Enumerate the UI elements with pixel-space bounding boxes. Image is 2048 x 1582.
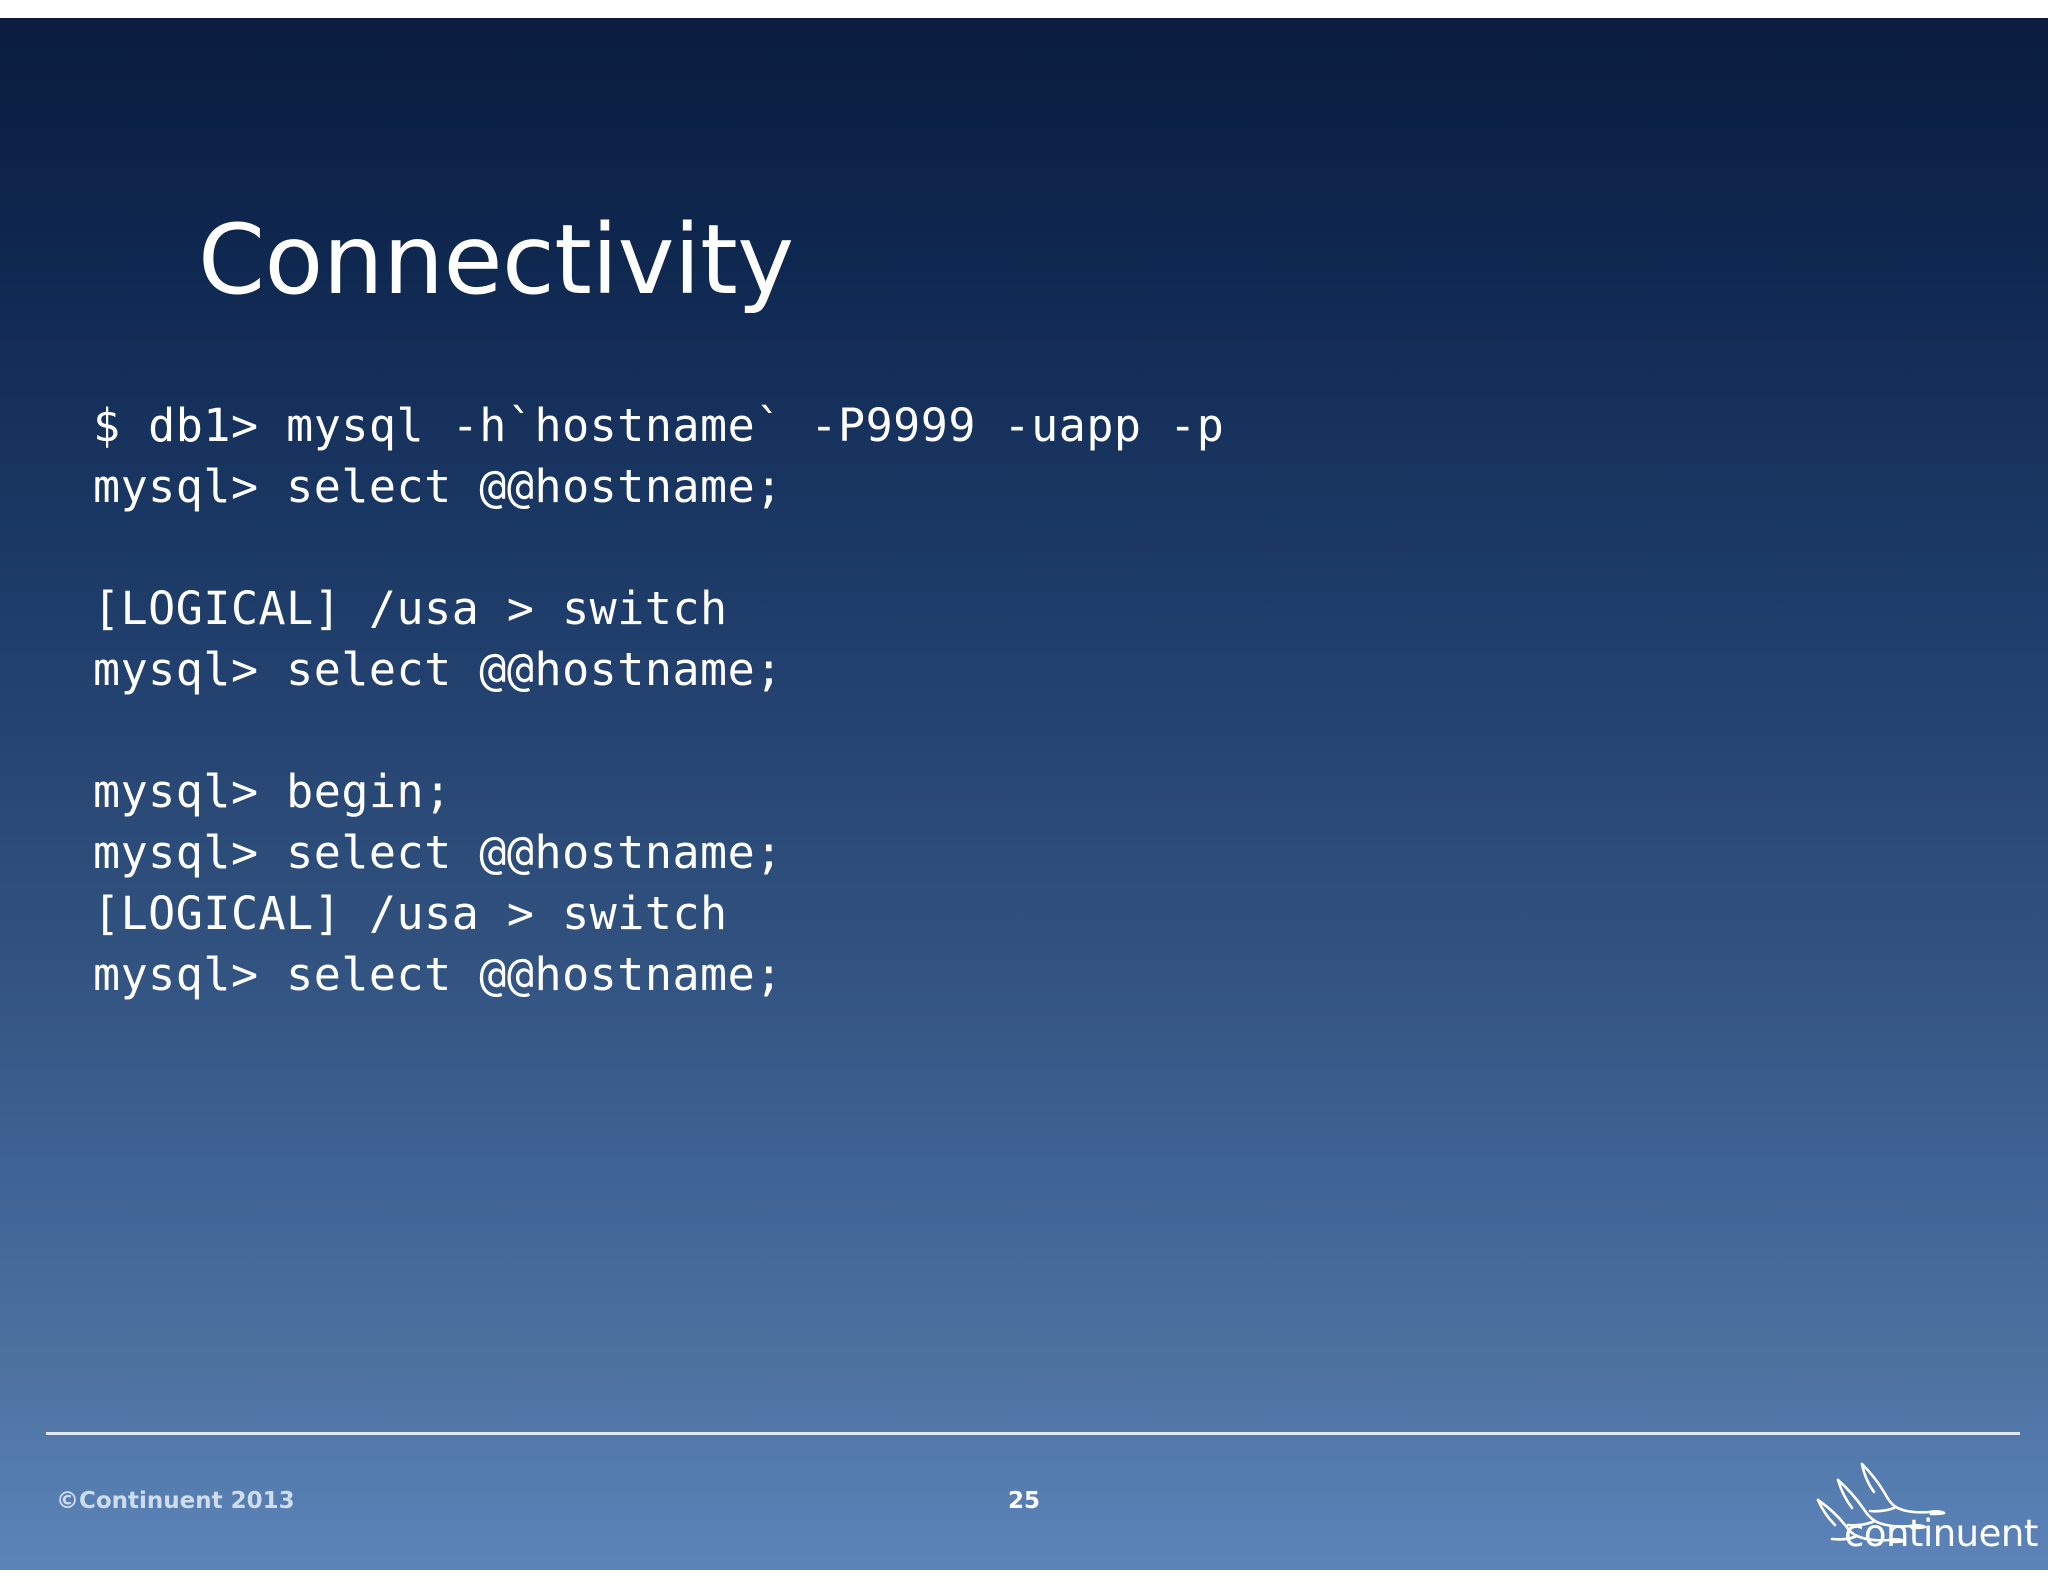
code-line: mysql> select @@hostname; <box>93 826 783 879</box>
page-title: Connectivity <box>198 204 794 317</box>
code-line: [LOGICAL] /usa > switch <box>93 887 728 940</box>
code-line: [LOGICAL] /usa > switch <box>93 582 728 635</box>
continuent-logo: continuent <box>1808 1450 2038 1558</box>
code-line: mysql> select @@hostname; <box>93 948 783 1001</box>
code-line: $ db1> mysql -h`hostname` -P9999 -uapp -… <box>93 399 1225 452</box>
code-line: mysql> select @@hostname; <box>93 643 783 696</box>
code-line-blank <box>93 517 1224 578</box>
code-line: mysql> begin; <box>93 765 452 818</box>
footer-divider <box>46 1432 2020 1435</box>
footer-copyright: ©Continuent 2013 <box>56 1488 295 1514</box>
slide-canvas: Connectivity $ db1> mysql -h`hostname` -… <box>0 18 2048 1570</box>
page-number: 25 <box>1007 1488 1040 1514</box>
code-block: $ db1> mysql -h`hostname` -P9999 -uapp -… <box>93 395 1224 1005</box>
flying-birds-icon <box>1816 1462 1946 1544</box>
code-line: mysql> select @@hostname; <box>93 460 783 513</box>
code-line-blank <box>93 700 1224 761</box>
logo-wordmark: continuent <box>1844 1512 2038 1555</box>
